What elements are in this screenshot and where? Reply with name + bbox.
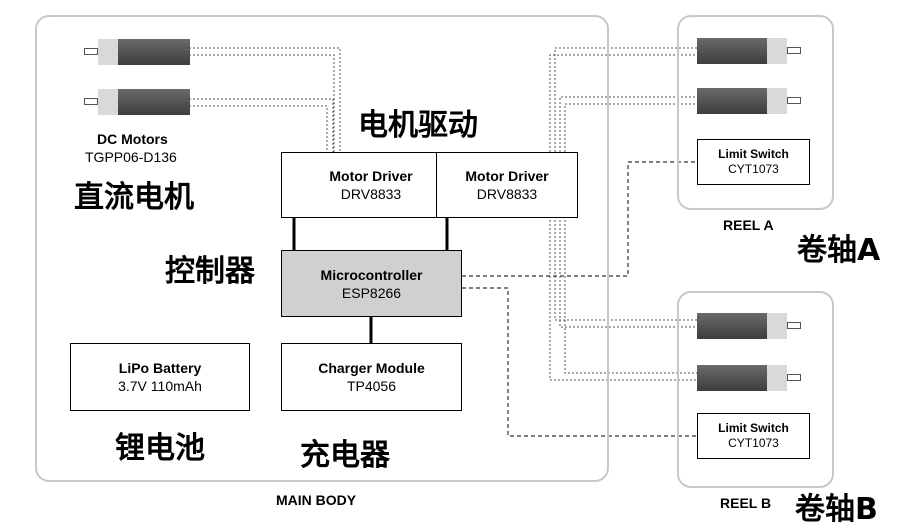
motor-driver-2: Motor Driver DRV8833: [436, 152, 578, 218]
lipo-battery: LiPo Battery 3.7V 110mAh: [70, 343, 250, 411]
motor-driver-1-part: DRV8833: [340, 186, 402, 202]
left-motor-wires: [189, 47, 341, 152]
reel-b-motor-1: [697, 313, 803, 339]
microcontroller-part: ESP8266: [341, 284, 402, 301]
main-body-enclosure: [35, 15, 609, 482]
dc-motor-1: [84, 39, 190, 65]
microcontroller-cn-label: 控制器: [165, 254, 255, 289]
right-motor-wires: [549, 47, 697, 381]
battery-title: LiPo Battery: [118, 360, 202, 376]
reel-b-motor-2: [697, 365, 803, 391]
reel-b-limit-switch-part: CYT1073: [728, 436, 779, 450]
motor-driver-2-title: Motor Driver: [465, 168, 549, 184]
reel-a-label: REEL A: [723, 217, 774, 233]
reel-a-motor-2: [697, 88, 803, 114]
dc-motors-cn-label: 直流电机: [74, 180, 194, 215]
reel-b-cn-label: 卷轴B: [795, 492, 878, 527]
reel-a-limit-switch: Limit Switch CYT1073: [697, 139, 810, 185]
reel-a-motor-1: [697, 38, 803, 64]
motor-driver-1: Motor Driver DRV8833: [281, 152, 461, 218]
reel-b-label: REEL B: [720, 495, 772, 511]
reel-a-limit-switch-part: CYT1073: [728, 162, 779, 176]
reel-a-cn-label: 卷轴A: [797, 233, 881, 268]
reel-b-limit-switch: Limit Switch CYT1073: [697, 413, 810, 459]
dc-motors-title: DC Motors: [97, 131, 168, 147]
reel-a-enclosure: [677, 15, 834, 210]
charger-module: Charger Module TP4056: [281, 343, 462, 411]
dc-motor-2: [84, 89, 190, 115]
motor-driver-cn-label: 电机驱动: [358, 108, 478, 143]
dc-motors-part: TGPP06-D136: [85, 149, 177, 165]
charger-cn-label: 充电器: [300, 438, 390, 473]
motor-driver-2-part: DRV8833: [476, 186, 538, 202]
reel-b-limit-switch-title: Limit Switch: [718, 421, 789, 435]
limit-switch-b-signal: [462, 287, 697, 437]
charger-part: TP4056: [346, 378, 397, 394]
battery-cn-label: 锂电池: [115, 431, 205, 466]
motor-driver-1-title: Motor Driver: [329, 168, 413, 184]
charger-title: Charger Module: [318, 360, 425, 376]
microcontroller-title: Microcontroller: [320, 266, 423, 283]
main-body-label: MAIN BODY: [276, 492, 357, 508]
reel-b-enclosure: [677, 291, 834, 488]
battery-spec: 3.7V 110mAh: [118, 378, 202, 394]
microcontroller: Microcontroller ESP8266: [281, 250, 462, 317]
reel-a-limit-switch-title: Limit Switch: [718, 147, 789, 161]
